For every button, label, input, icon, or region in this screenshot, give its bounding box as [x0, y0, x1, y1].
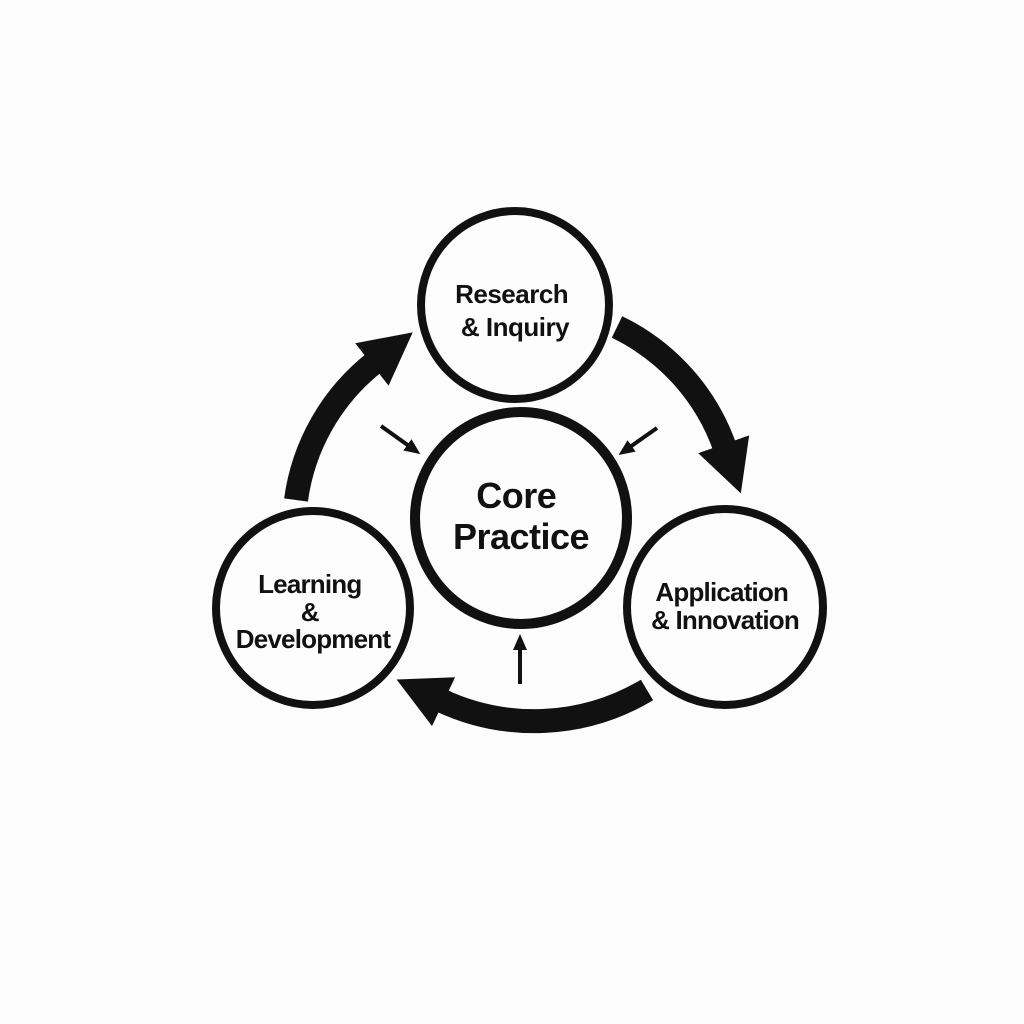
node-label-line: Application: [655, 577, 788, 607]
node-research-inquiry: Research & Inquiry: [417, 207, 613, 403]
cycle-arrows: [284, 316, 750, 734]
node-label-line: &: [301, 597, 319, 627]
node-label: Learning & Development: [236, 569, 392, 654]
node-circle: [417, 207, 613, 403]
cycle-arrow-application-to-learning: [396, 677, 654, 734]
node-core-practice: Core Practice: [410, 407, 632, 629]
node-label-line: Core: [476, 475, 556, 516]
cycle-arrow-research-to-application: [611, 316, 750, 494]
node-label-line: & Innovation: [651, 605, 799, 635]
node-application-innovation: Application & Innovation: [623, 505, 827, 709]
inward-arrow-upper-right: [618, 426, 659, 456]
node-circle: [410, 407, 632, 629]
inward-arrow-upper-left: [379, 424, 421, 455]
node-label-line: Development: [236, 624, 392, 654]
node-label: Core Practice: [453, 475, 589, 557]
inward-arrows: [379, 424, 659, 684]
node-label-line: & Inquiry: [461, 312, 570, 342]
node-label: Application & Innovation: [651, 577, 799, 635]
node-label: Research & Inquiry: [455, 279, 575, 342]
cycle-arrow-learning-to-research: [284, 332, 413, 502]
node-label-line: Research: [455, 279, 568, 309]
node-circle: [623, 505, 827, 709]
node-learning-development: Learning & Development: [212, 507, 414, 709]
node-label-line: Learning: [258, 569, 361, 599]
node-circle: [212, 507, 414, 709]
node-label-line: Practice: [453, 516, 589, 557]
